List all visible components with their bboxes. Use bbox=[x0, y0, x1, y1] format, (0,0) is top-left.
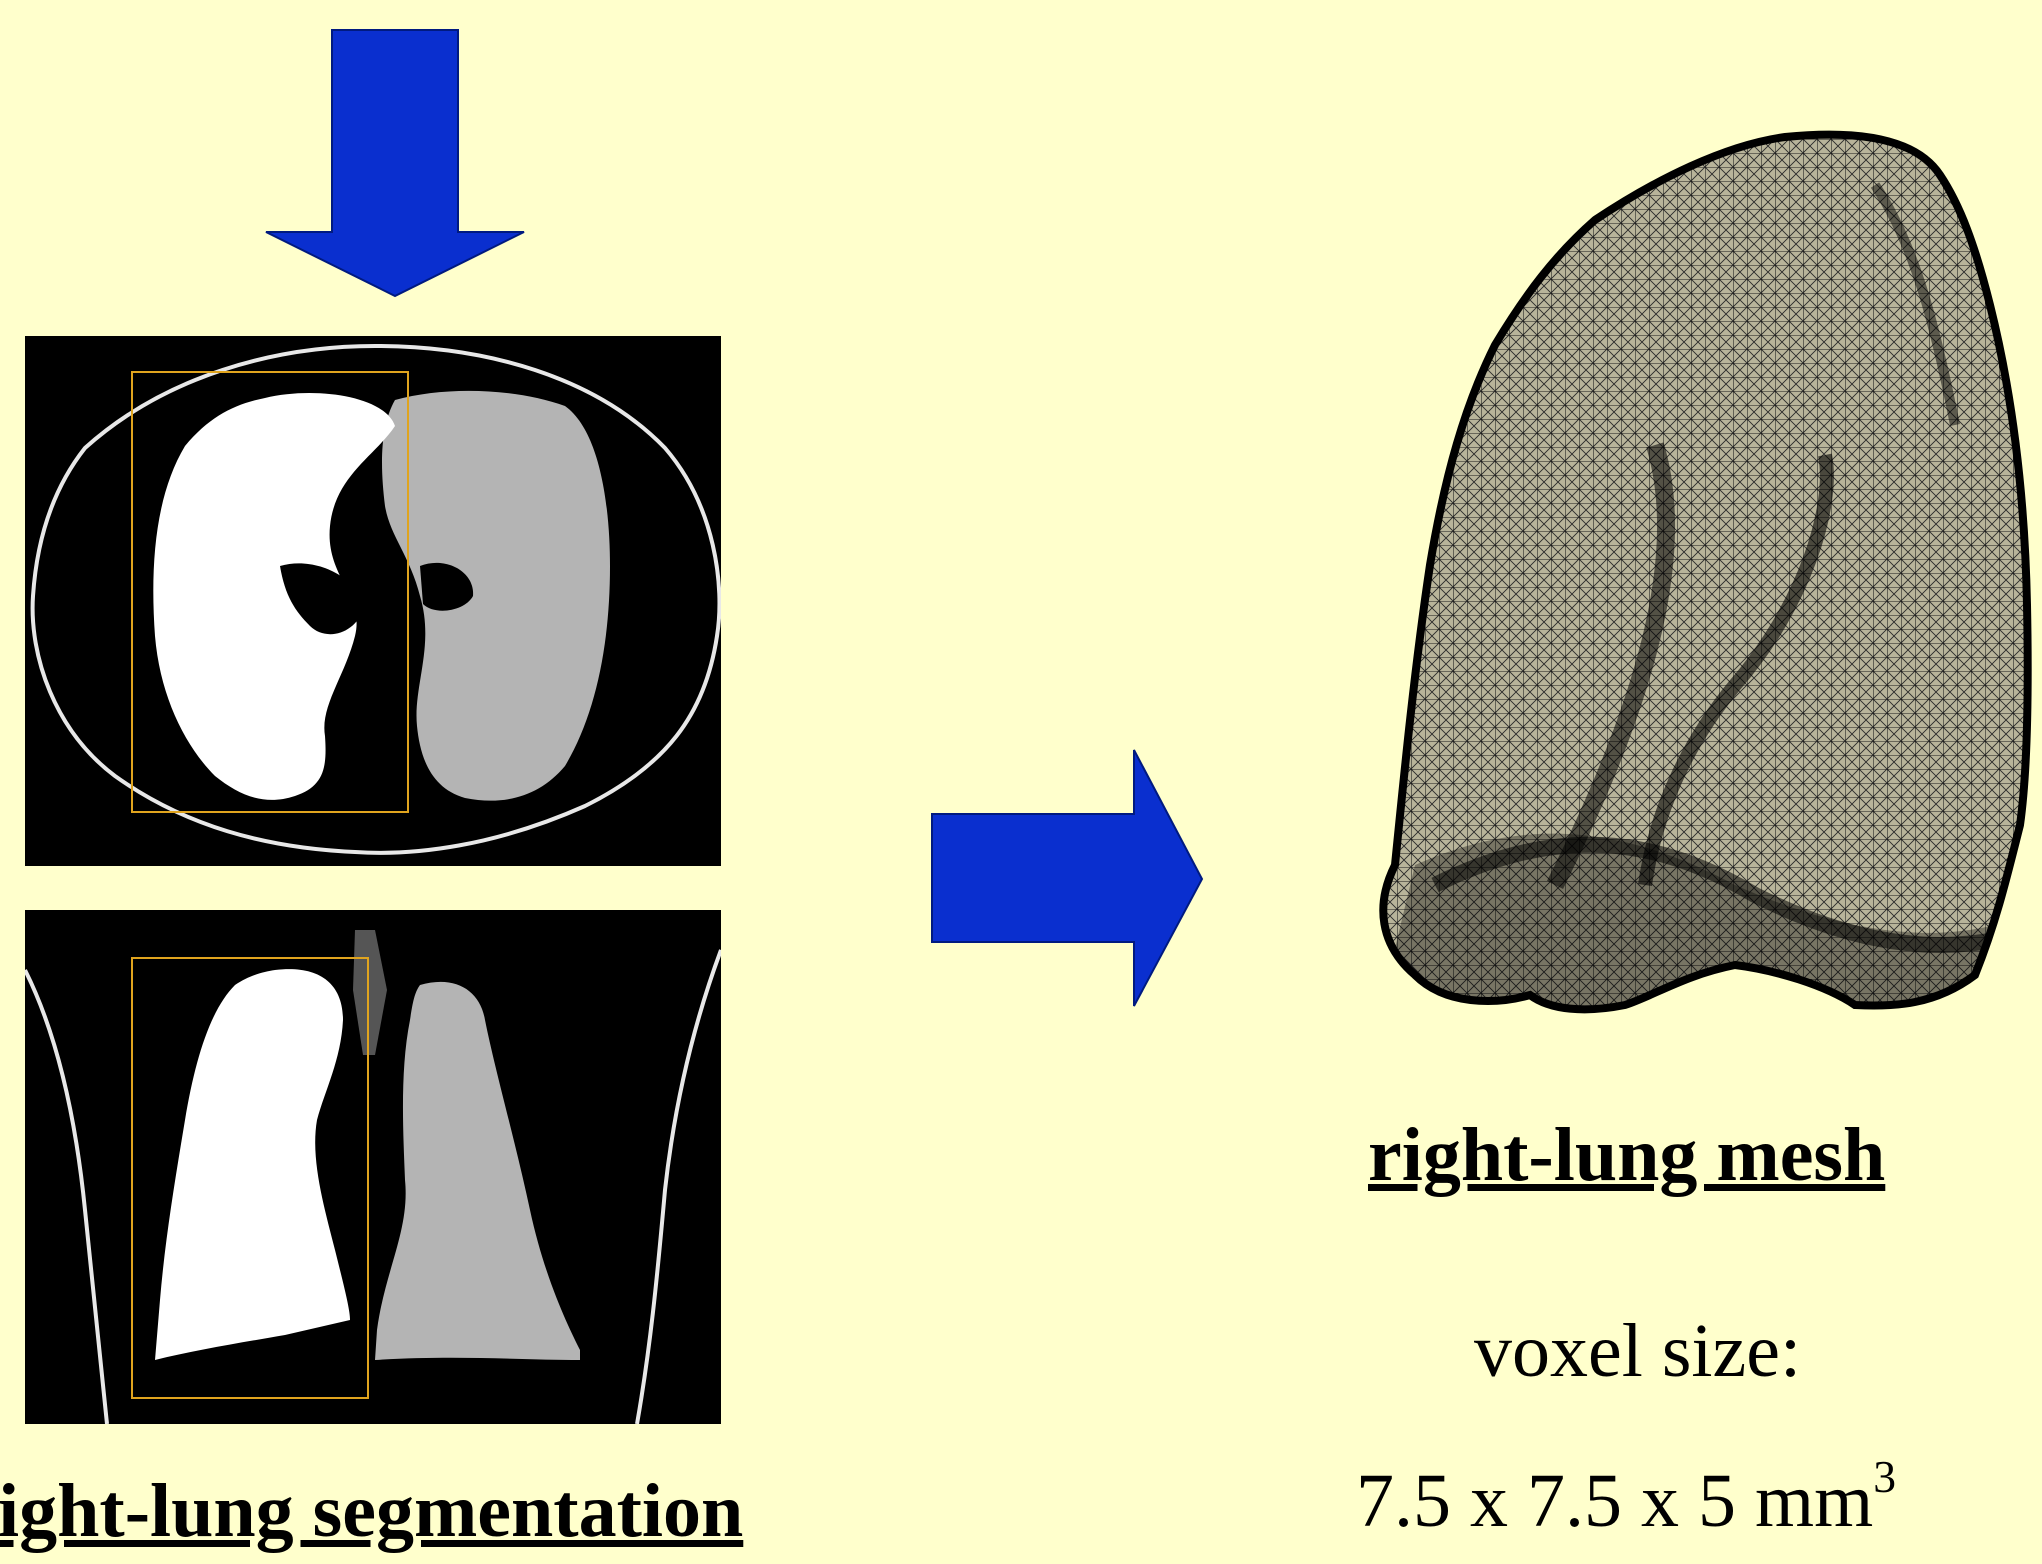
mesh-surface bbox=[1355, 125, 2042, 1115]
right-arrow-shape bbox=[932, 750, 1202, 1006]
left-lung-region bbox=[375, 982, 580, 1360]
voxel-size-label: voxel size: bbox=[1474, 1308, 1801, 1395]
mesh-caption: right-lung mesh bbox=[1368, 1112, 1885, 1199]
left-lung-region bbox=[382, 391, 610, 801]
coronal-segmentation-image bbox=[25, 910, 721, 1424]
segmentation-caption: ight-lung segmentation bbox=[0, 1468, 743, 1555]
right-lung-region bbox=[155, 969, 350, 1360]
axial-segmentation-image bbox=[25, 336, 721, 866]
body-contour-left bbox=[25, 970, 107, 1424]
trachea bbox=[353, 930, 387, 1055]
voxel-size-number: 7.5 x 7.5 x 5 mm bbox=[1356, 1459, 1873, 1543]
right-lung-mesh-image bbox=[1355, 125, 2042, 1115]
right-arrow-icon bbox=[930, 748, 1210, 1010]
down-arrow-shape bbox=[266, 30, 524, 296]
voxel-size-value: 7.5 x 7.5 x 5 mm3 bbox=[1356, 1458, 1896, 1545]
voxel-size-exponent: 3 bbox=[1873, 1451, 1896, 1502]
body-contour-right bbox=[637, 950, 721, 1424]
down-arrow-icon bbox=[262, 28, 528, 300]
